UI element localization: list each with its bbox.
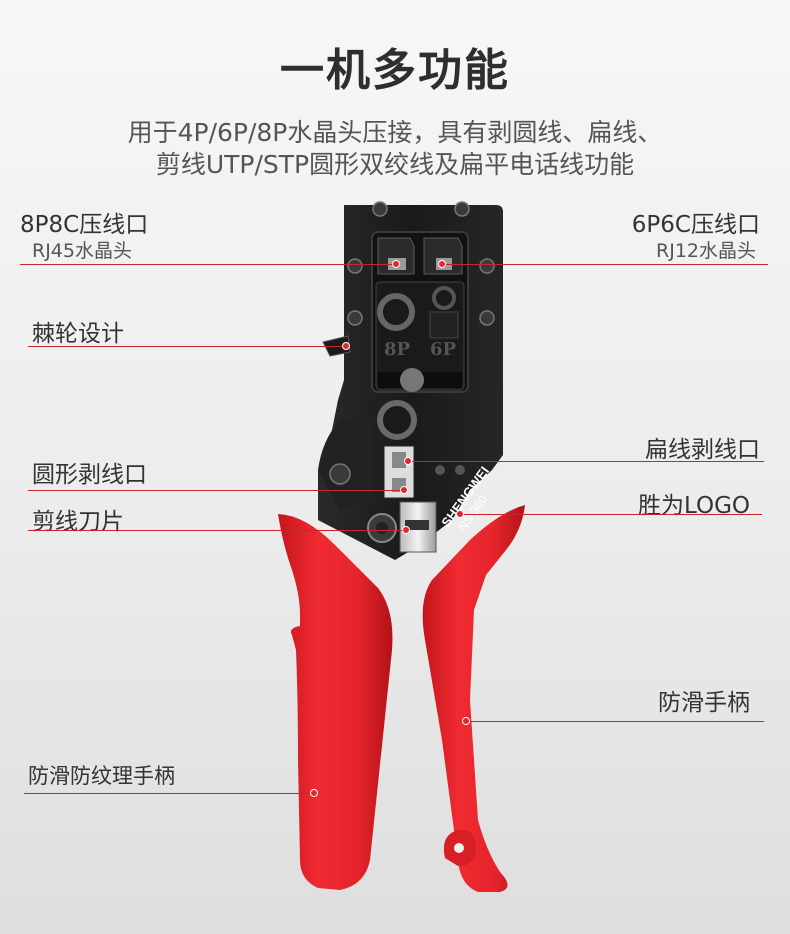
callout-texture-grip-dot xyxy=(310,789,318,797)
callout-ratchet-dot xyxy=(342,342,350,350)
callout-cutter-line xyxy=(28,530,406,531)
callout-logo-dot xyxy=(456,510,464,518)
callout-6p6c-label: 6P6C压线口 xyxy=(631,212,760,238)
callout-texture-grip-line xyxy=(24,793,314,794)
callout-8p8c-dot xyxy=(392,260,400,268)
die-label-6p: 6P xyxy=(430,339,457,360)
tool-head xyxy=(318,201,503,560)
callout-6p6c-dot xyxy=(438,260,446,268)
right-handle xyxy=(422,505,525,892)
callout-round-strip-line xyxy=(28,490,404,491)
page-title: 一机多功能 xyxy=(280,45,510,96)
callout-8p8c-label: 8P8C压线口 xyxy=(20,212,149,238)
callout-ratchet-label: 棘轮设计 xyxy=(32,321,124,347)
subtitle-line-2: 剪线UTP/STP圆形双绞线及扁平电话线功能 xyxy=(155,150,635,179)
callout-grip-label: 防滑手柄 xyxy=(658,690,750,716)
callout-cutter-dot xyxy=(402,526,410,534)
die-label-8p: 8P xyxy=(384,339,411,360)
callout-grip-line xyxy=(466,721,764,722)
callout-8p8c-sub: RJ45水晶头 xyxy=(32,240,132,262)
callout-flat-strip-line xyxy=(408,461,764,462)
callout-ratchet-line xyxy=(28,346,346,347)
callout-flat-strip-label: 扁线剥线口 xyxy=(645,437,760,463)
left-handle xyxy=(278,514,393,890)
callout-flat-strip-dot xyxy=(404,457,412,465)
callout-grip-dot xyxy=(462,717,470,725)
callout-round-strip-label: 圆形剥线口 xyxy=(32,462,147,488)
callout-6p6c-sub: RJ12水晶头 xyxy=(656,240,756,262)
callout-logo-line xyxy=(460,514,762,515)
callout-round-strip-dot xyxy=(400,486,408,494)
callout-texture-grip-label: 防滑防纹理手柄 xyxy=(28,764,175,788)
callout-6p6c-line xyxy=(442,264,768,265)
callout-8p8c-line xyxy=(20,264,396,265)
subtitle-line-1: 用于4P/6P/8P水晶头压接，具有剥圆线、扁线、 xyxy=(127,118,663,147)
